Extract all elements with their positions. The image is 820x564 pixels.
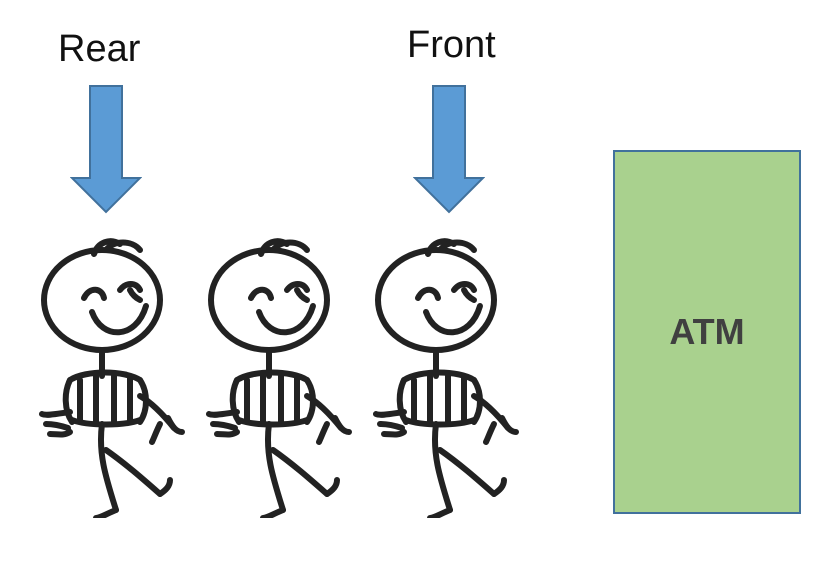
atm-box: ATM — [613, 150, 801, 514]
atm-label: ATM — [669, 311, 745, 352]
rear-down-arrow-icon — [70, 85, 142, 214]
stick-figure-icon — [373, 238, 519, 518]
front-label: Front — [407, 24, 496, 66]
rear-label: Rear — [58, 28, 141, 70]
stick-figure-icon — [39, 238, 185, 518]
front-down-arrow-icon — [413, 85, 485, 214]
stick-figure-icon — [206, 238, 352, 518]
